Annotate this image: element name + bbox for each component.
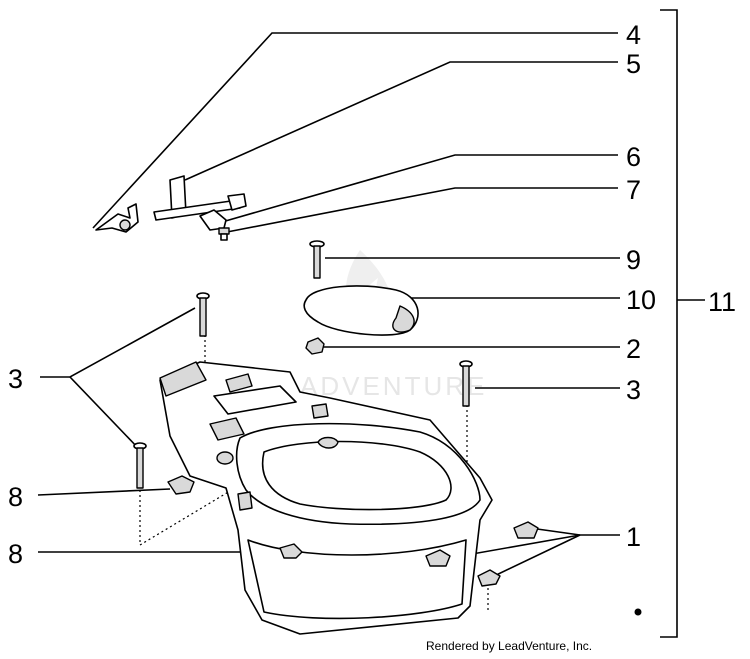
- part-1-pad-a: [425, 549, 451, 567]
- callout-2: 2: [626, 334, 641, 364]
- callout-6: 6: [626, 142, 641, 172]
- part-1-pad-c: [477, 569, 501, 587]
- callout-11: 11: [708, 287, 736, 317]
- callout-8-lower: 8: [8, 539, 23, 569]
- part-9-screw: [309, 240, 325, 279]
- callout-3-left: 3: [8, 364, 23, 394]
- part-6-clip: [199, 209, 227, 231]
- part-8-grommet-lower: [279, 543, 303, 559]
- callout-4: 4: [626, 20, 641, 50]
- callout-5: 5: [626, 49, 641, 79]
- render-credit: Rendered by LeadVenture, Inc.: [426, 639, 592, 653]
- helmet-compartment: [159, 361, 493, 635]
- part-3-screw-left: [133, 442, 147, 489]
- part-5-hinge-pin: [153, 175, 247, 221]
- watermark-text: ADVENTURE: [300, 371, 487, 401]
- part-3-screw-upper: [196, 292, 210, 337]
- part-8-grommet-upper: [167, 475, 195, 495]
- callout-9: 9: [626, 245, 641, 275]
- part-4-hook-bracket: [95, 203, 139, 233]
- part-10-cover-plate: [303, 285, 419, 336]
- callout-7: 7: [626, 175, 641, 205]
- reference-dot: [634, 608, 642, 616]
- callout-11-bracket: [660, 9, 705, 638]
- part-3-screw-right: [459, 360, 473, 407]
- part-7-screw: [218, 227, 230, 241]
- part-1-pad-b: [513, 521, 539, 539]
- callout-labels: 4 5 6 7 9 10 11 2 3 3 8 8 1: [8, 20, 736, 569]
- callout-8-upper: 8: [8, 482, 23, 512]
- callout-10: 10: [626, 285, 656, 315]
- callout-1: 1: [626, 522, 641, 552]
- callout-3-right: 3: [626, 375, 641, 405]
- part-2-nut: [305, 337, 325, 355]
